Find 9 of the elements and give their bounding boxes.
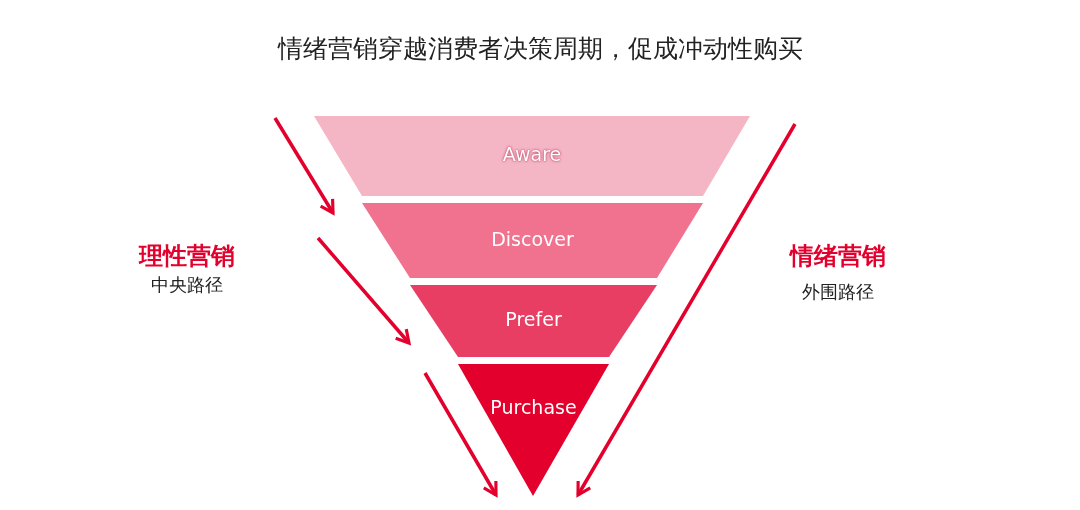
- title: 情绪营销穿越消费者决策周期，促成冲动性购买: [276, 33, 804, 65]
- segment-label: Purchase: [489, 396, 578, 418]
- side-heading: 理性营销: [137, 241, 236, 272]
- side-subtitle: 外围路径: [801, 280, 875, 304]
- side-heading: 情绪营销: [788, 241, 887, 272]
- segment-label: Prefer: [504, 308, 563, 330]
- segment-label: Aware: [501, 143, 563, 165]
- segment-label: Discover: [490, 227, 575, 250]
- side-subtitle: 中央路径: [150, 273, 224, 297]
